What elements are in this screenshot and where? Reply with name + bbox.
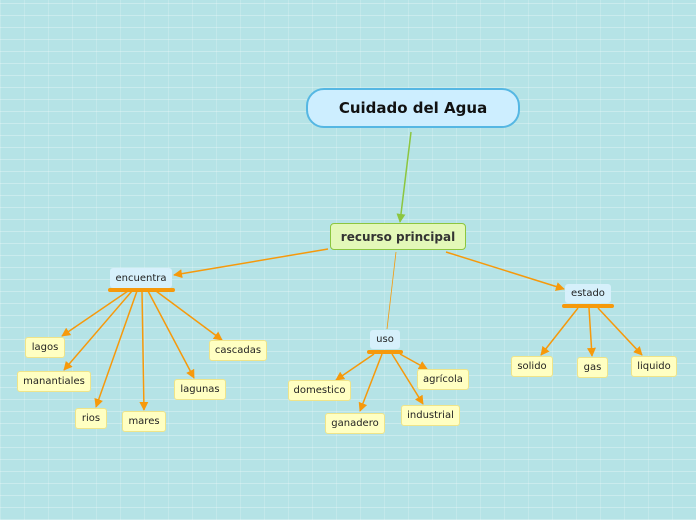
leaf-label: cascadas xyxy=(214,345,262,356)
connector-root-to-main xyxy=(396,131,412,223)
leaf-mares[interactable]: mares xyxy=(122,411,166,432)
subtopic-underline xyxy=(108,288,175,292)
connector-encuentra-to-leaf-2 xyxy=(94,290,138,408)
connector-main-to-uso xyxy=(386,251,397,330)
leaf-label: mares xyxy=(128,416,160,427)
connector-encuentra-to-leaf-4 xyxy=(147,290,195,379)
connector-main-to-estado xyxy=(445,251,565,291)
leaf-label: ganadero xyxy=(331,418,379,429)
leaf-industrial[interactable]: industrial xyxy=(401,405,460,426)
leaf-cascadas[interactable]: cascadas xyxy=(209,340,267,361)
root-topic[interactable]: Cuidado del Agua xyxy=(306,88,520,128)
connector-estado-to-leaf-1 xyxy=(587,307,596,357)
connector-encuentra-to-leaf-3 xyxy=(139,290,149,411)
connector-main-to-encuentra xyxy=(173,248,329,279)
leaf-agricola[interactable]: agrícola xyxy=(417,369,469,390)
subtopic-underline xyxy=(367,350,403,354)
leaf-label: domestico xyxy=(293,385,346,396)
leaf-manantiales[interactable]: manantiales xyxy=(17,371,91,392)
subtopic-encuentra[interactable]: encuentra xyxy=(110,268,172,288)
leaf-label: rios xyxy=(81,413,101,424)
leaf-rios[interactable]: rios xyxy=(75,408,107,429)
connector-uso-to-leaf-3 xyxy=(399,353,428,370)
connector-encuentra-to-leaf-5 xyxy=(155,290,223,341)
leaf-liquido[interactable]: liquido xyxy=(631,356,677,377)
connector-encuentra-to-leaf-0 xyxy=(61,290,129,337)
leaf-label: manantiales xyxy=(23,376,85,387)
leaf-label: solido xyxy=(517,361,547,372)
leaf-label: lagos xyxy=(31,342,59,353)
leaf-label: agrícola xyxy=(423,374,463,385)
leaf-label: industrial xyxy=(407,410,454,421)
leaf-label: lagunas xyxy=(180,384,220,395)
leaf-lagos[interactable]: lagos xyxy=(25,337,65,358)
leaf-gas[interactable]: gas xyxy=(577,357,608,378)
leaf-lagunas[interactable]: lagunas xyxy=(174,379,226,400)
main-topic-label: recurso principal xyxy=(340,229,456,244)
main-topic-recurso-principal[interactable]: recurso principal xyxy=(330,223,466,250)
leaf-solido[interactable]: solido xyxy=(511,356,553,377)
leaf-label: gas xyxy=(583,362,602,373)
connector-estado-to-leaf-0 xyxy=(540,307,579,356)
subtopic-label: uso xyxy=(376,334,394,345)
subtopic-estado[interactable]: estado xyxy=(565,284,611,303)
subtopic-label: encuentra xyxy=(115,272,167,284)
leaf-label: liquido xyxy=(637,361,671,372)
subtopic-underline xyxy=(562,304,614,308)
connector-uso-to-leaf-1 xyxy=(358,353,383,412)
subtopic-uso[interactable]: uso xyxy=(370,330,400,349)
connector-uso-to-leaf-0 xyxy=(335,353,375,381)
connector-encuentra-to-leaf-1 xyxy=(63,290,133,371)
root-topic-label: Cuidado del Agua xyxy=(338,99,488,117)
connector-estado-to-leaf-2 xyxy=(597,307,643,356)
subtopic-label: estado xyxy=(571,288,605,299)
leaf-domestico[interactable]: domestico xyxy=(288,380,351,401)
connector-uso-to-leaf-2 xyxy=(391,353,424,405)
leaf-ganadero[interactable]: ganadero xyxy=(325,413,385,434)
